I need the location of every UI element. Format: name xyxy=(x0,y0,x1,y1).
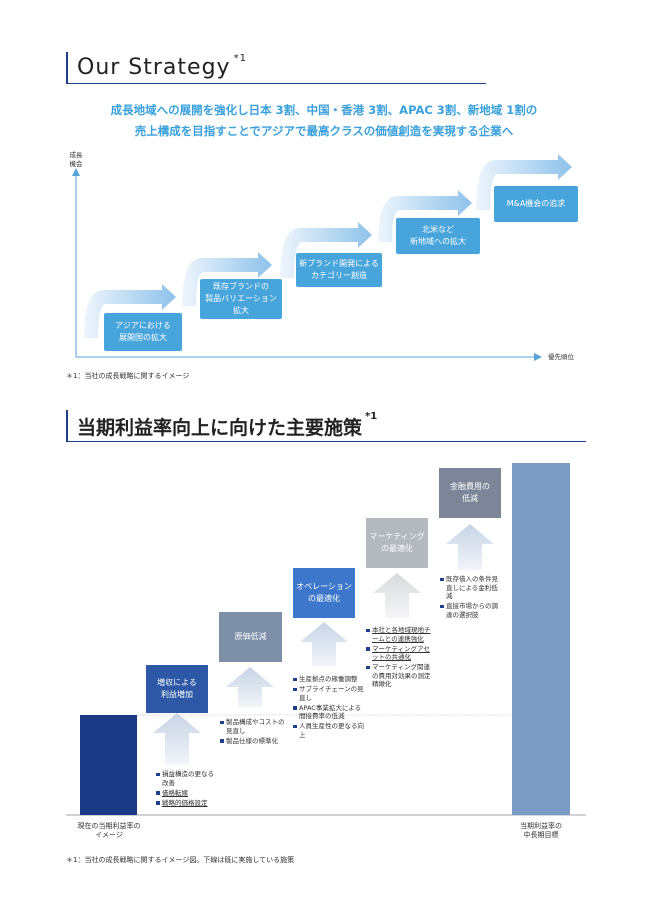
page-title: Our Strategy*1 xyxy=(77,53,247,80)
measure-step-1: 増収による利益増加 xyxy=(146,665,208,713)
measure-step-4: マーケティングの最適化 xyxy=(366,518,428,568)
strategy-diagram xyxy=(72,154,572,361)
step-arrow-icon xyxy=(378,190,472,242)
strategy-step-1: アジアにおける展開国の拡大 xyxy=(104,313,182,351)
measures-title: 当期利益率向上に向けた主要施策*1 xyxy=(77,411,378,439)
step-arrow-icon xyxy=(182,252,272,306)
list-item: 生産拠点の稼働調整 xyxy=(293,675,365,684)
measure-list-4: 本社と各地域現地チームとの連携強化 マーケティングアセットの共通化 マーケティン… xyxy=(366,626,436,690)
measure-step-2: 原価低減 xyxy=(219,612,282,662)
list-item: 既存借入の条件見直しによる金利低減 xyxy=(440,575,504,601)
up-arrow-icon xyxy=(153,713,201,765)
target-margin-bar xyxy=(512,463,570,815)
measure-list-3: 生産拠点の稼働調整 サプライチェーンの見直し APAC事業拡大による間接費率の低… xyxy=(293,675,365,741)
step-arrow-icon xyxy=(84,284,176,338)
list-item: 損益構造の更なる改善 xyxy=(156,770,218,787)
lead-line-2: 売上構成を目指すことでアジアで最高クラスの価値創造を実現する企業へ xyxy=(134,124,514,138)
strategy-step-4: 北米など新地域への拡大 xyxy=(396,218,480,254)
section-rule-2 xyxy=(66,441,586,442)
section-marker xyxy=(66,52,68,84)
current-margin-bar xyxy=(80,715,137,815)
section-marker-2 xyxy=(66,410,68,442)
step-arrow-icon xyxy=(280,222,372,278)
strategy-step-2: 既存ブランドの製品バリエーション拡大 xyxy=(200,279,282,319)
y-axis-label: 成長機会 xyxy=(69,151,83,168)
title-footnote-mark-2: *1 xyxy=(365,411,378,422)
list-item: マーケティングアセットの共通化 xyxy=(366,645,436,662)
list-item: 価格転嫁 xyxy=(156,789,218,798)
up-arrow-icon xyxy=(373,573,421,618)
x-axis-arrow-icon xyxy=(534,353,542,361)
measure-list-1: 損益構造の更なる改善 価格転嫁 戦略的価格設定 xyxy=(156,770,218,809)
section-rule xyxy=(66,83,486,84)
x-axis-label: 優先順位 xyxy=(548,353,574,361)
list-item: マーケティング関連の費用対効果の測定精緻化 xyxy=(366,663,436,689)
list-item: 製品構成やコストの見直し xyxy=(220,718,288,735)
measure-step-3: オペレーションの最適化 xyxy=(293,568,355,618)
y-axis-arrow-icon xyxy=(72,168,80,176)
strategy-step-5: M&A機会の追求 xyxy=(494,186,578,222)
measures-diagram xyxy=(66,463,586,816)
step-arrow-icon xyxy=(476,154,572,210)
up-arrow-icon xyxy=(226,667,274,707)
lead-line-1: 成長地域への展開を強化し日本 3割、中国・香港 3割、APAC 3割、新地域 1… xyxy=(110,103,538,117)
title-footnote-mark: *1 xyxy=(233,53,247,64)
strategy-footnote: ＊1：当社の成長戦略に関するイメージ xyxy=(66,372,190,380)
measure-list-5: 既存借入の条件見直しによる金利低減 直接市場からの調達の選択肢 xyxy=(440,575,504,621)
list-item: 戦略的価格設定 xyxy=(156,799,218,808)
target-margin-label: 当期利益率の中長期目標 xyxy=(520,822,562,839)
list-item: 製品仕様の標準化 xyxy=(220,737,288,746)
strategy-title: Our Strategy xyxy=(77,55,231,80)
measures-footnote: ＊1：当社の成長戦略に関するイメージ図。下線は既に実施している施策 xyxy=(66,856,295,864)
list-item: APAC事業拡大による間接費率の低減 xyxy=(293,704,365,721)
up-arrow-icon xyxy=(446,524,494,570)
list-item: 人員生産性の更なる向上 xyxy=(293,722,365,739)
up-arrow-icon xyxy=(300,622,348,666)
list-item: サプライチェーンの見直し xyxy=(293,685,365,702)
current-margin-label: 現在の当期利益率のイメージ xyxy=(77,822,141,839)
measure-list-2: 製品構成やコストの見直し 製品仕様の標準化 xyxy=(220,718,288,747)
list-item: 直接市場からの調達の選択肢 xyxy=(440,602,504,619)
list-item: 本社と各地域現地チームとの連携強化 xyxy=(366,626,436,643)
strategy-step-3: 新ブランド開発によるカテゴリー創造 xyxy=(296,253,382,287)
measure-step-5: 金融費用の低減 xyxy=(439,468,501,518)
